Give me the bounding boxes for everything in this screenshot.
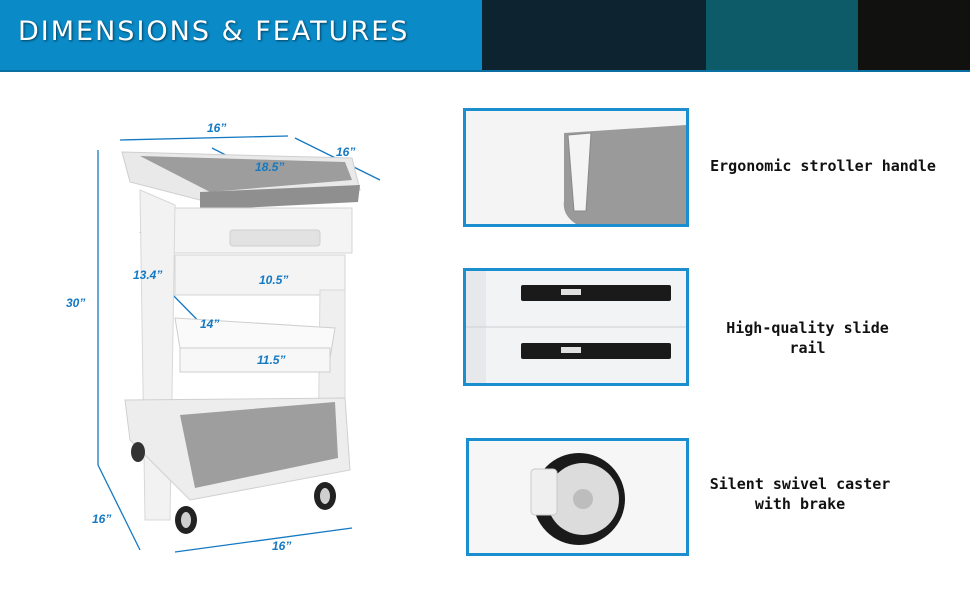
dim-base-width: 16” <box>272 539 292 553</box>
dim-drawer-width: 10.5” <box>259 273 289 287</box>
feature-label-handle: Ergonomic stroller handle <box>710 157 936 175</box>
dim-shelf-depth: 14” <box>200 317 220 331</box>
dim-top-width: 16” <box>207 121 227 135</box>
slide-rail-photo <box>463 268 689 386</box>
handle-photo <box>463 108 689 227</box>
cart-drawing <box>97 135 381 553</box>
header-band-black <box>858 0 970 70</box>
cart-body <box>121 151 361 534</box>
header-band-teal <box>706 0 858 70</box>
cart-illustration: 16” 16” 18.5” 30” 13.4” 10.5” 14” 11.5” … <box>0 80 440 600</box>
header-banner: DIMENSIONS & FEATURES <box>0 0 970 70</box>
dim-shelf-width: 11.5” <box>257 353 286 367</box>
page-title: DIMENSIONS & FEATURES <box>18 16 410 47</box>
dim-top-depth: 16” <box>336 145 356 159</box>
feature-label-slide-rail: High-quality slide rail <box>726 319 889 357</box>
caster-photo <box>466 438 689 556</box>
dim-tray-diagonal: 18.5” <box>255 160 285 174</box>
feature-label-caster: Silent swivel caster with brake <box>709 475 891 513</box>
dim-height: 30” <box>66 296 86 310</box>
header-band-blue <box>0 0 482 70</box>
header-divider <box>0 70 970 72</box>
header-band-navy <box>482 0 706 70</box>
dim-drawer-depth: 13.4” <box>133 268 163 282</box>
dim-base-depth: 16” <box>92 512 112 526</box>
